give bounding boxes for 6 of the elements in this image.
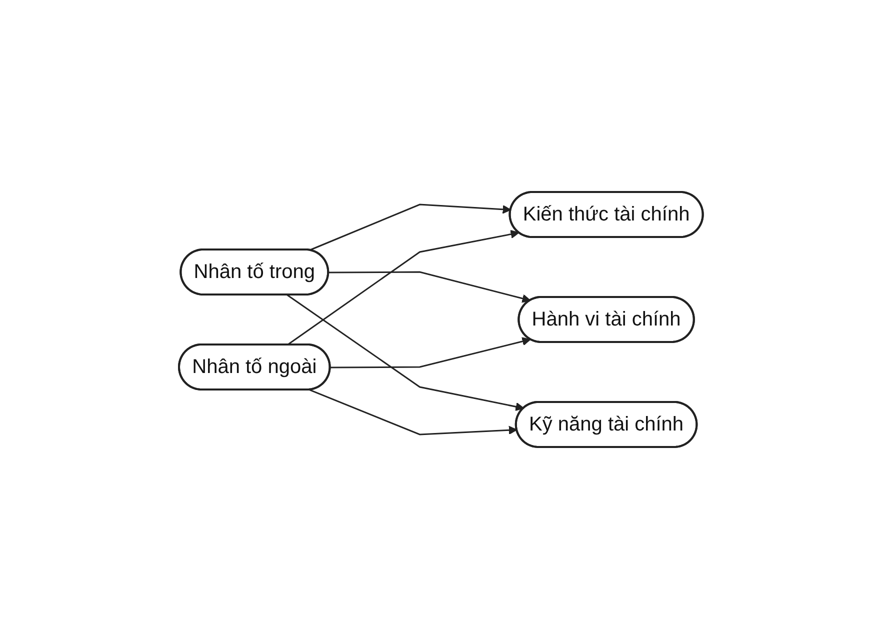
arrow bbox=[286, 294, 524, 412]
arrow bbox=[309, 389, 517, 436]
arrow bbox=[328, 271, 530, 303]
arrow bbox=[286, 230, 519, 346]
arrow bbox=[330, 337, 530, 368]
arrow bbox=[308, 204, 511, 251]
